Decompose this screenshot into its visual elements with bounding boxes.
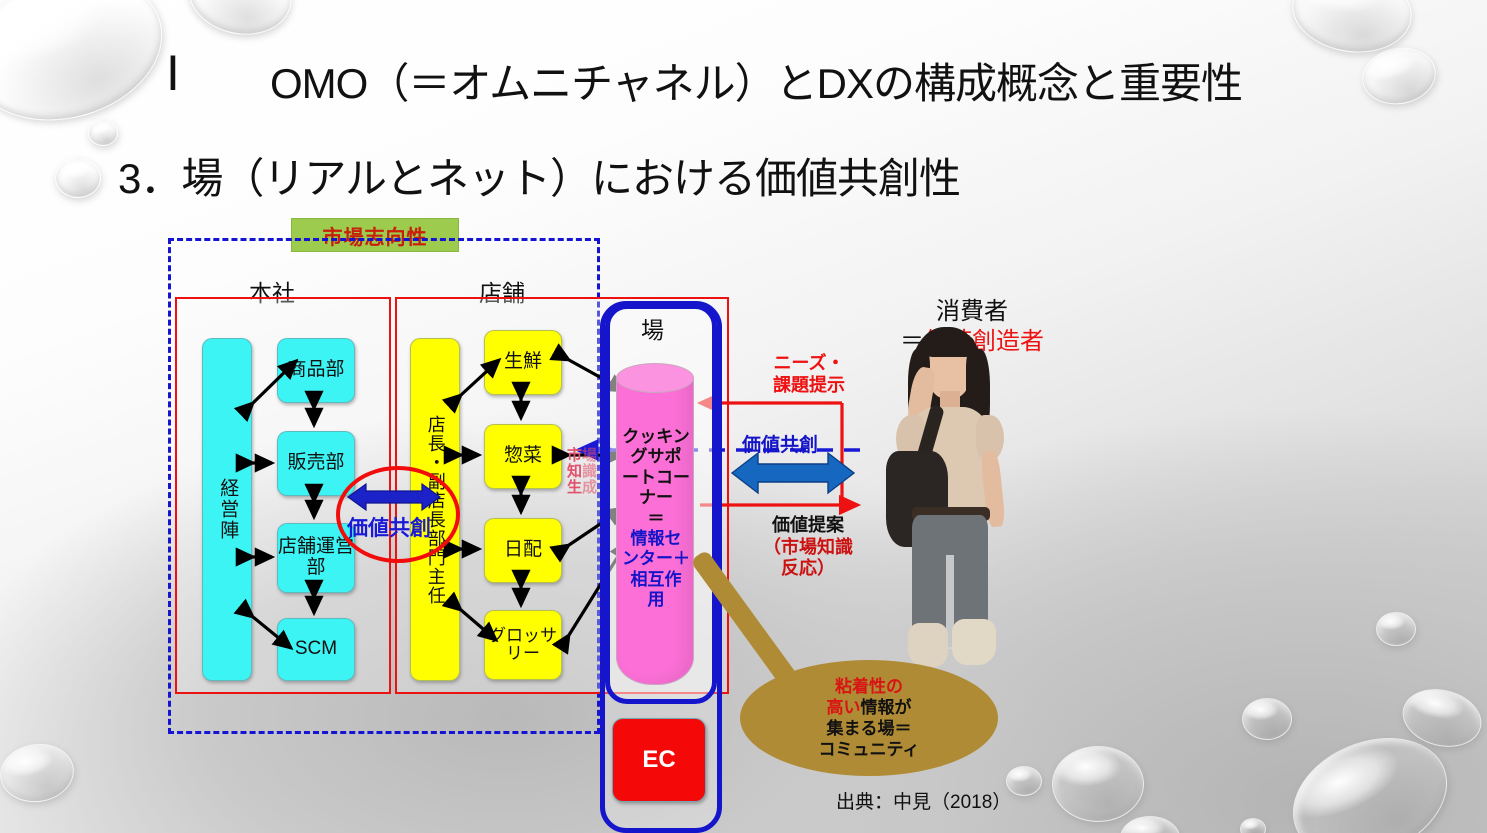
person-boot — [952, 619, 996, 665]
needs-flow-label: ニーズ・ 課題提示 — [754, 353, 864, 396]
cylinder-body — [616, 377, 694, 685]
market-orientation-boundary — [168, 238, 600, 734]
group-label-store: 店舗 — [479, 280, 525, 306]
node-souzai-label: 惣菜 — [503, 445, 542, 467]
co-creation-flow-label: 価値共創 — [742, 435, 819, 456]
consumer-photo — [848, 323, 1038, 673]
ec-node[interactable]: EC — [612, 718, 706, 802]
mk-char: 識 — [582, 462, 598, 480]
market-orientation-label: 市場志向性 — [322, 226, 428, 249]
cyl-blue-1: 情報セ — [630, 528, 682, 548]
ba-title: 場 — [641, 317, 664, 343]
source-citation: 出典：中見（2018） — [836, 792, 1012, 813]
community-callout: 粘着性の 高い情報が 集まる場＝ コミュニティ — [740, 660, 998, 776]
page-subtitle: 3．場（リアルとネット）における価値共創性 — [118, 155, 961, 202]
ba-cylinder — [616, 363, 694, 685]
co-creation-double-arrow-right — [730, 451, 856, 495]
cyl-line-4: ナー — [639, 488, 673, 508]
value-proposal-sub1: （市場知識 — [763, 536, 853, 557]
person-fringe — [923, 331, 975, 357]
node-grocery-label: グロッサリー — [489, 625, 557, 663]
co-creation-ring-label: 価値共創 — [347, 517, 431, 540]
callout-line-3: 集まる場＝ — [826, 719, 912, 738]
mk-char: 市 — [567, 447, 583, 464]
mk-char: 生 — [567, 478, 583, 496]
group-label-head-office: 本社 — [249, 280, 295, 306]
person-leg-gap — [946, 555, 954, 649]
callout-red-1: 粘着性の — [834, 676, 903, 696]
cyl-line-2: グサポ — [630, 447, 682, 467]
heading-numeral: Ⅰ — [166, 47, 180, 100]
value-cocreation-diagram: 市場志向性 本社 店舗 経営陣 商品部 販売部 店舗運営部 SCM 店長・副店長… — [0, 205, 1090, 833]
cyl-equals: ＝ — [647, 508, 665, 528]
market-knowledge-vertical-label: 市 知 生 場 識 成 — [567, 448, 597, 495]
co-creation-double-arrow-left — [346, 482, 442, 512]
value-proposal-label: 価値提案 （市場知識 反応） — [744, 515, 872, 580]
node-shohinbu-label: 商品部 — [287, 359, 345, 381]
mk-char: 成 — [582, 478, 598, 496]
consumer-line1: 消費者 — [936, 298, 1008, 325]
needs-line-1: ニーズ・ — [773, 353, 845, 373]
node-tenpo-uneibu-label: 店舗運営部 — [278, 536, 355, 578]
cylinder-top — [616, 363, 694, 393]
ec-label: EC — [642, 746, 676, 773]
community-callout-text: 粘着性の 高い情報が 集まる場＝ コミュニティ — [819, 676, 920, 761]
node-keieijin-label: 経営陣 — [217, 478, 239, 541]
cyl-line-3: ートコー — [622, 467, 690, 487]
callout-red-2: 高い — [826, 697, 861, 717]
person-boot — [908, 623, 948, 667]
ba-cylinder-text: クッキン グサポ ートコー ナー ＝ 情報セ ンター＋ 相互作 用 — [612, 427, 700, 611]
callout-line-4: コミュニティ — [818, 740, 920, 760]
node-souzai[interactable]: 惣菜 — [484, 424, 562, 489]
cyl-blue-3: 相互作 — [630, 569, 682, 589]
node-hanbaibu-label: 販売部 — [287, 452, 345, 474]
callout-black-2: 情報が — [860, 697, 912, 717]
needs-line-2: 課題提示 — [773, 374, 845, 395]
cyl-blue-2: ンター＋ — [622, 549, 690, 569]
cyl-line-1: クッキン — [622, 427, 690, 446]
market-orientation-badge: 市場志向性 — [291, 218, 459, 252]
node-seisen-label: 生鮮 — [503, 351, 542, 373]
node-scm-label: SCM — [294, 638, 338, 660]
value-proposal-sub2: 反応） — [781, 558, 835, 579]
co-creation-highlight-ring — [336, 466, 460, 563]
value-proposal-main: 価値提案 — [772, 515, 844, 535]
node-nippai-label: 日配 — [503, 539, 542, 561]
page-title: OMO（＝オムニチャネル）とDXの構成概念と重要性 — [270, 60, 1243, 107]
mk-char: 場 — [582, 447, 598, 464]
cyl-blue-4: 用 — [647, 590, 665, 610]
mk-char: 知 — [567, 462, 583, 480]
